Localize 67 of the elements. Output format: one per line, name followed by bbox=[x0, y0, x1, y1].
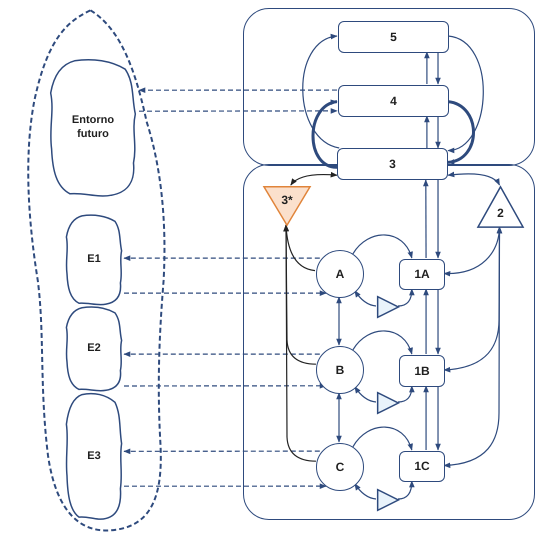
node-label: 3 bbox=[389, 156, 396, 172]
arrow bbox=[352, 330, 412, 355]
node-label: 1A bbox=[414, 267, 430, 282]
arrow bbox=[336, 392, 342, 443]
node-label: 4 bbox=[390, 94, 397, 108]
arrow bbox=[123, 351, 320, 357]
environment-blob bbox=[64, 214, 124, 306]
arrow bbox=[290, 172, 338, 186]
node-label: 1B bbox=[414, 364, 430, 378]
arrow bbox=[302, 34, 340, 149]
arrow bbox=[424, 51, 430, 84]
node-label: Entorno futuro bbox=[70, 114, 116, 142]
arrow bbox=[435, 180, 441, 259]
arrow bbox=[352, 426, 412, 451]
node-label: A bbox=[336, 266, 344, 282]
process-box bbox=[399, 451, 445, 482]
arrow bbox=[435, 116, 441, 149]
process-box bbox=[338, 85, 449, 117]
arrow bbox=[284, 224, 316, 272]
arrow bbox=[354, 386, 376, 403]
arrow bbox=[123, 448, 320, 454]
arrow bbox=[352, 234, 412, 259]
environment-blob bbox=[64, 392, 124, 521]
process-box bbox=[399, 355, 445, 387]
arrow bbox=[283, 224, 316, 462]
arrow bbox=[336, 296, 342, 346]
node-label: 5 bbox=[390, 30, 397, 44]
process-box bbox=[337, 148, 448, 180]
arrow bbox=[354, 483, 376, 500]
arrow bbox=[423, 288, 429, 354]
arrow bbox=[398, 288, 414, 307]
arrow bbox=[447, 100, 475, 164]
node-label: C bbox=[336, 460, 344, 474]
arrow bbox=[447, 172, 500, 186]
node-label: 3* bbox=[281, 192, 293, 208]
arrow bbox=[443, 226, 502, 468]
arrow bbox=[423, 385, 429, 450]
node-label: 2 bbox=[497, 206, 504, 220]
environment-blob bbox=[64, 306, 124, 392]
arrow bbox=[312, 100, 338, 169]
arrow bbox=[447, 35, 484, 152]
node-label: E2 bbox=[86, 342, 102, 356]
arrow bbox=[123, 255, 320, 261]
amplifier-triangle bbox=[377, 296, 399, 318]
arrow bbox=[354, 290, 376, 307]
arrow bbox=[124, 483, 327, 489]
arrow bbox=[435, 52, 441, 85]
triangle-symbol bbox=[263, 186, 311, 226]
arrow bbox=[398, 385, 414, 403]
arrow bbox=[423, 179, 429, 258]
node-label: E3 bbox=[86, 450, 102, 464]
amplifier-triangle bbox=[377, 392, 399, 414]
arrow bbox=[139, 108, 338, 114]
arrow bbox=[138, 87, 337, 93]
process-box bbox=[399, 259, 445, 290]
environment-blob bbox=[47, 58, 139, 198]
arrow bbox=[435, 386, 441, 451]
amplifier-triangle bbox=[377, 489, 399, 511]
node-label: 1C bbox=[414, 459, 430, 474]
arrow bbox=[398, 480, 414, 500]
arrow bbox=[435, 289, 441, 355]
triangle-symbol bbox=[477, 186, 524, 228]
process-box bbox=[338, 21, 449, 53]
node-label: B bbox=[336, 362, 344, 378]
arrow bbox=[424, 115, 430, 148]
arrow bbox=[124, 290, 327, 296]
node-label: E1 bbox=[86, 253, 102, 267]
